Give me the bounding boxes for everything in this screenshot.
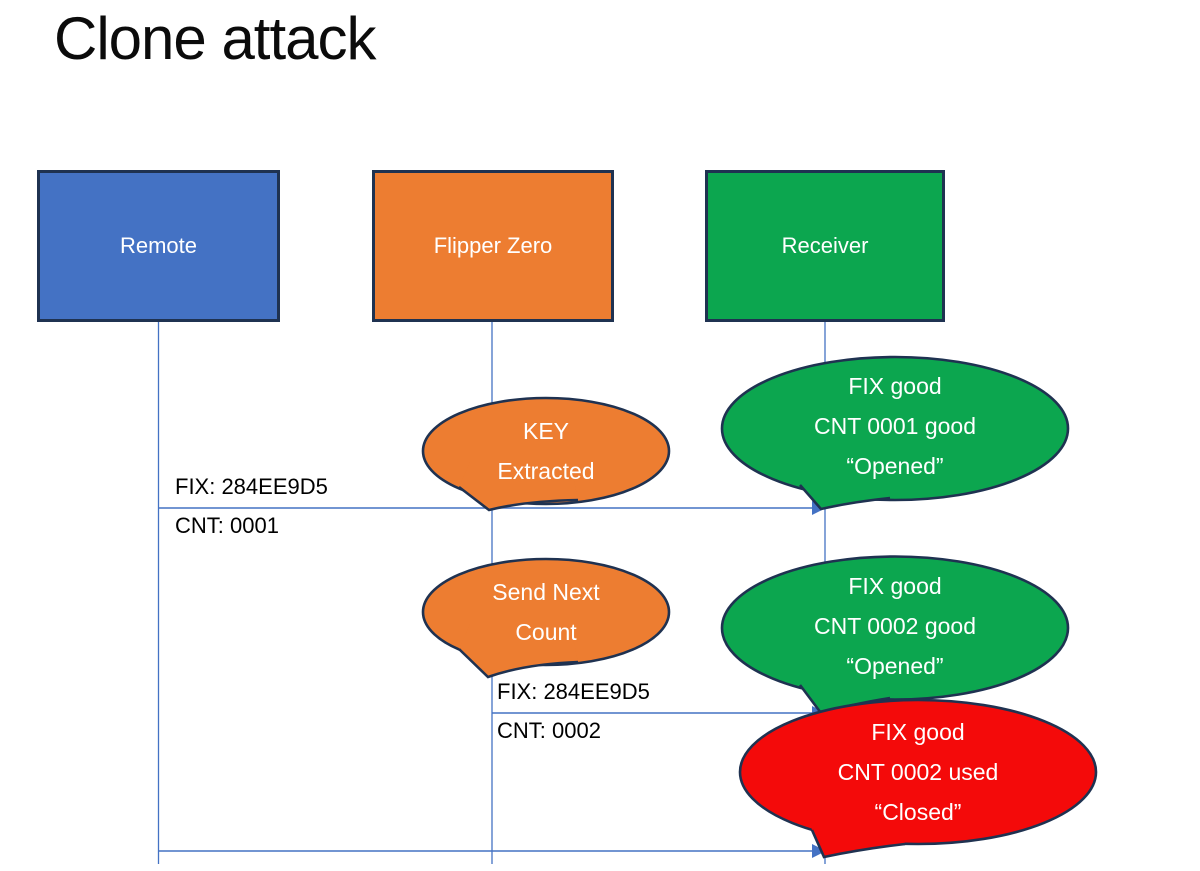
actor-box-receiver: Receiver (705, 170, 945, 322)
msg1-fix-label: FIX: 284EE9D5 (175, 474, 328, 499)
actor-label-receiver: Receiver (781, 233, 869, 258)
msg2-cnt-label: CNT: 0002 (497, 718, 601, 743)
msg1-cnt-label: CNT: 0001 (175, 513, 279, 538)
arrow-msg3 (158, 844, 826, 858)
actor-label-remote: Remote (119, 233, 198, 258)
bubble-opened-2 (720, 555, 1070, 715)
msg2-fix-label: FIX: 284EE9D5 (497, 679, 650, 704)
bubble-opened-1 (720, 355, 1070, 511)
slide-title: Clone attack (54, 5, 377, 72)
actor-label-flipper-zero: Flipper Zero (433, 233, 553, 258)
actor-box-flipper-zero: Flipper Zero (372, 170, 614, 322)
actor-box-remote: Remote (37, 170, 280, 322)
bubble-send-next (421, 557, 671, 679)
bubble-closed (738, 698, 1098, 859)
bubble-key-extracted (421, 396, 671, 512)
arrowhead-msg3 (812, 844, 826, 858)
